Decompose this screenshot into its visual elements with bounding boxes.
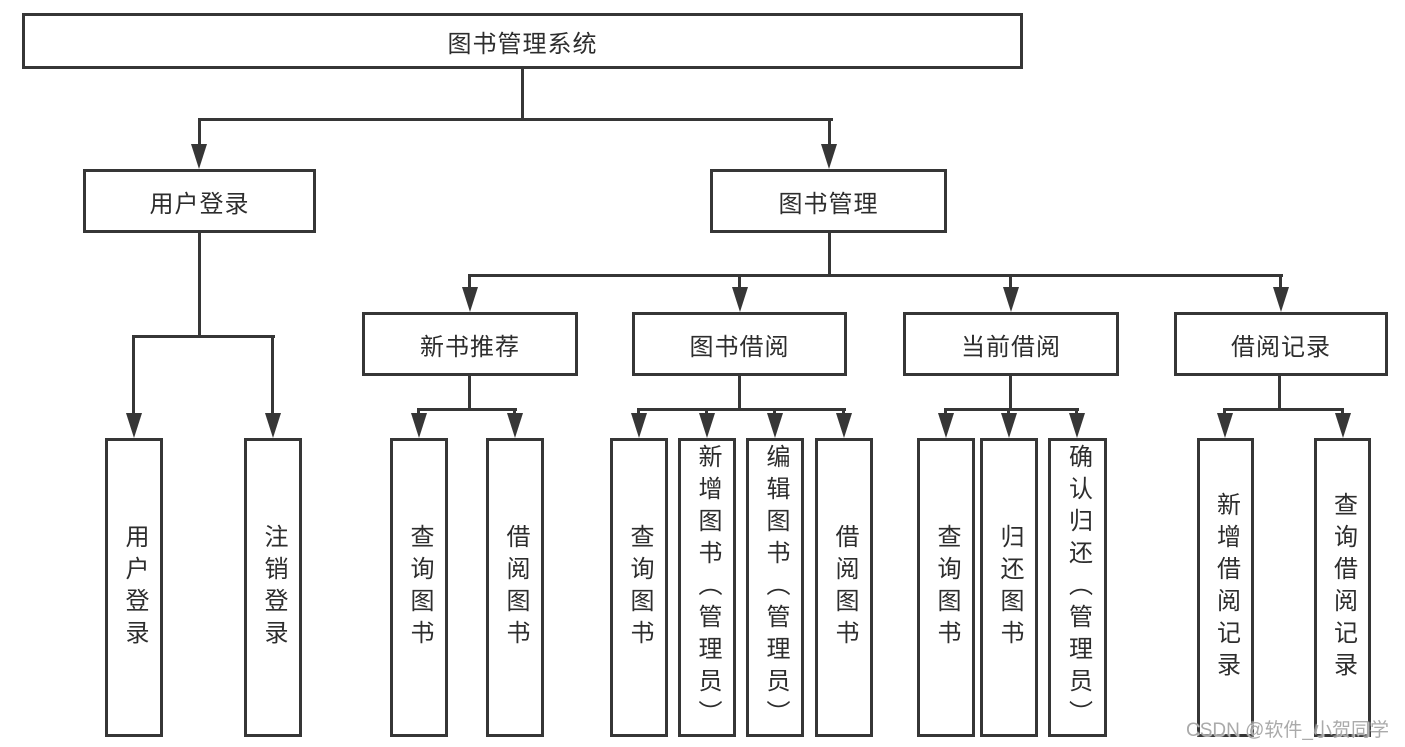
leaf-bw-add-books: 新增图书（管理员） — [678, 438, 736, 737]
leaf-bw-borrow-books: 借阅图书 — [815, 438, 873, 737]
connector-login-drop — [198, 233, 201, 338]
connector-current-leaf1-stub — [944, 408, 947, 416]
leaf-nb-query-books: 查询图书 — [390, 438, 448, 737]
node-library-system-label: 图书管理系统 — [447, 30, 598, 58]
node-borrow-records: 借阅记录 — [1174, 312, 1388, 376]
arrowhead-to-leaf-logout — [265, 413, 281, 438]
leaf-user-login: 用户登录 — [105, 438, 163, 737]
connector-newbook-split — [417, 408, 517, 411]
leaf-nb-borrow-books: 借阅图书 — [486, 438, 544, 737]
leaf-logout: 注销登录 — [244, 438, 302, 737]
connector-borrow-leaf2-stub — [705, 408, 708, 416]
connector-level2-split — [198, 118, 833, 121]
connector-level3-split — [468, 274, 1283, 277]
connector-records-stub — [1279, 274, 1282, 289]
connector-borrow-leaf3-stub — [773, 408, 776, 416]
connector-login-right-drop — [271, 335, 274, 415]
connector-newbook-stub — [468, 274, 471, 289]
leaf-cu-confirm-return: 确认归还（管理员） — [1048, 438, 1107, 737]
arrowhead-to-book-mgmt — [821, 144, 837, 169]
connector-borrow-split — [637, 408, 846, 411]
node-book-mgmt: 图书管理 — [710, 169, 947, 233]
arrowhead-to-nb-query — [411, 413, 427, 438]
arrowhead-to-new-book-rec — [462, 287, 478, 312]
leaf-user-login-label: 用户登录 — [121, 523, 148, 652]
leaf-bw-query-books-label: 查询图书 — [626, 523, 653, 652]
leaf-bw-edit-books: 编辑图书（管理员） — [746, 438, 804, 737]
node-user-login: 用户登录 — [83, 169, 316, 233]
arrowhead-to-bw-add — [699, 413, 715, 438]
connector-login-split — [132, 335, 275, 338]
connector-borrow-leaf1-stub — [637, 408, 640, 416]
leaf-re-add-record-label: 新增借阅记录 — [1212, 491, 1240, 684]
leaf-logout-label: 注销登录 — [260, 523, 287, 652]
arrowhead-to-borrow-records — [1273, 287, 1289, 312]
leaf-re-add-record: 新增借阅记录 — [1197, 438, 1254, 737]
node-borrow-records-label: 借阅记录 — [1231, 333, 1331, 361]
connector-login-left-drop — [132, 335, 135, 415]
node-book-borrow: 图书借阅 — [632, 312, 847, 376]
arrowhead-to-bw-edit — [767, 413, 783, 438]
connector-mgmt-drop — [828, 233, 831, 277]
leaf-bw-borrow-books-label: 借阅图书 — [831, 523, 858, 652]
connector-mgmt-stub — [828, 118, 831, 146]
arrowhead-to-user-login — [191, 144, 207, 169]
connector-current-split — [944, 408, 1079, 411]
connector-current-drop — [1009, 376, 1012, 410]
leaf-bw-query-books: 查询图书 — [610, 438, 668, 737]
node-book-borrow-label: 图书借阅 — [689, 333, 790, 361]
connector-newbook-leaf1-stub — [417, 408, 420, 416]
connector-login-stub — [198, 118, 201, 146]
arrowhead-to-current-borrow — [1003, 287, 1019, 312]
leaf-cu-query-books: 查询图书 — [917, 438, 975, 737]
leaf-cu-return-books-label: 归还图书 — [996, 523, 1023, 652]
connector-current-stub — [1009, 274, 1012, 289]
node-current-borrow: 当前借阅 — [903, 312, 1119, 376]
node-new-book-rec: 新书推荐 — [362, 312, 578, 376]
connector-records-drop — [1278, 376, 1281, 410]
node-new-book-rec-label: 新书推荐 — [420, 333, 520, 361]
arrowhead-to-cu-return — [1001, 413, 1017, 438]
leaf-cu-confirm-return-label: 确认归还（管理员） — [1064, 443, 1092, 732]
arrowhead-to-re-query — [1335, 413, 1351, 438]
leaf-re-query-record-label: 查询借阅记录 — [1329, 491, 1357, 684]
arrowhead-to-leaf-user-login — [126, 413, 142, 438]
connector-borrow-stub — [738, 274, 741, 289]
node-library-system: 图书管理系统 — [22, 13, 1023, 69]
leaf-cu-return-books: 归还图书 — [980, 438, 1038, 737]
arrowhead-to-bw-query — [631, 413, 647, 438]
leaf-nb-borrow-books-label: 借阅图书 — [502, 523, 529, 652]
connector-newbook-drop — [468, 376, 471, 410]
csdn-watermark: CSDN @软件_小贺同学 — [1186, 720, 1389, 741]
node-book-mgmt-label: 图书管理 — [778, 190, 879, 218]
connector-borrow-drop — [738, 376, 741, 410]
connector-root-drop — [521, 69, 524, 121]
leaf-bw-add-books-label: 新增图书（管理员） — [694, 443, 721, 732]
connector-records-leaf1-stub — [1223, 408, 1226, 416]
node-user-login-label: 用户登录 — [149, 190, 250, 218]
connector-current-leaf2-stub — [1007, 408, 1010, 416]
connector-newbook-leaf2-stub — [513, 408, 516, 416]
arrowhead-to-cu-confirm — [1069, 413, 1085, 438]
connector-records-leaf2-stub — [1341, 408, 1344, 416]
leaf-cu-query-books-label: 查询图书 — [933, 523, 960, 652]
connector-borrow-leaf4-stub — [842, 408, 845, 416]
leaf-re-query-record: 查询借阅记录 — [1314, 438, 1371, 737]
arrowhead-to-cu-query — [938, 413, 954, 438]
arrowhead-to-re-add — [1217, 413, 1233, 438]
arrowhead-to-nb-borrow — [507, 413, 523, 438]
connector-records-split — [1223, 408, 1344, 411]
arrowhead-to-book-borrow — [732, 287, 748, 312]
leaf-bw-edit-books-label: 编辑图书（管理员） — [762, 443, 789, 732]
arrowhead-to-bw-borrow — [836, 413, 852, 438]
node-current-borrow-label: 当前借阅 — [961, 333, 1061, 361]
leaf-nb-query-books-label: 查询图书 — [406, 523, 433, 652]
connector-current-leaf3-stub — [1075, 408, 1078, 416]
